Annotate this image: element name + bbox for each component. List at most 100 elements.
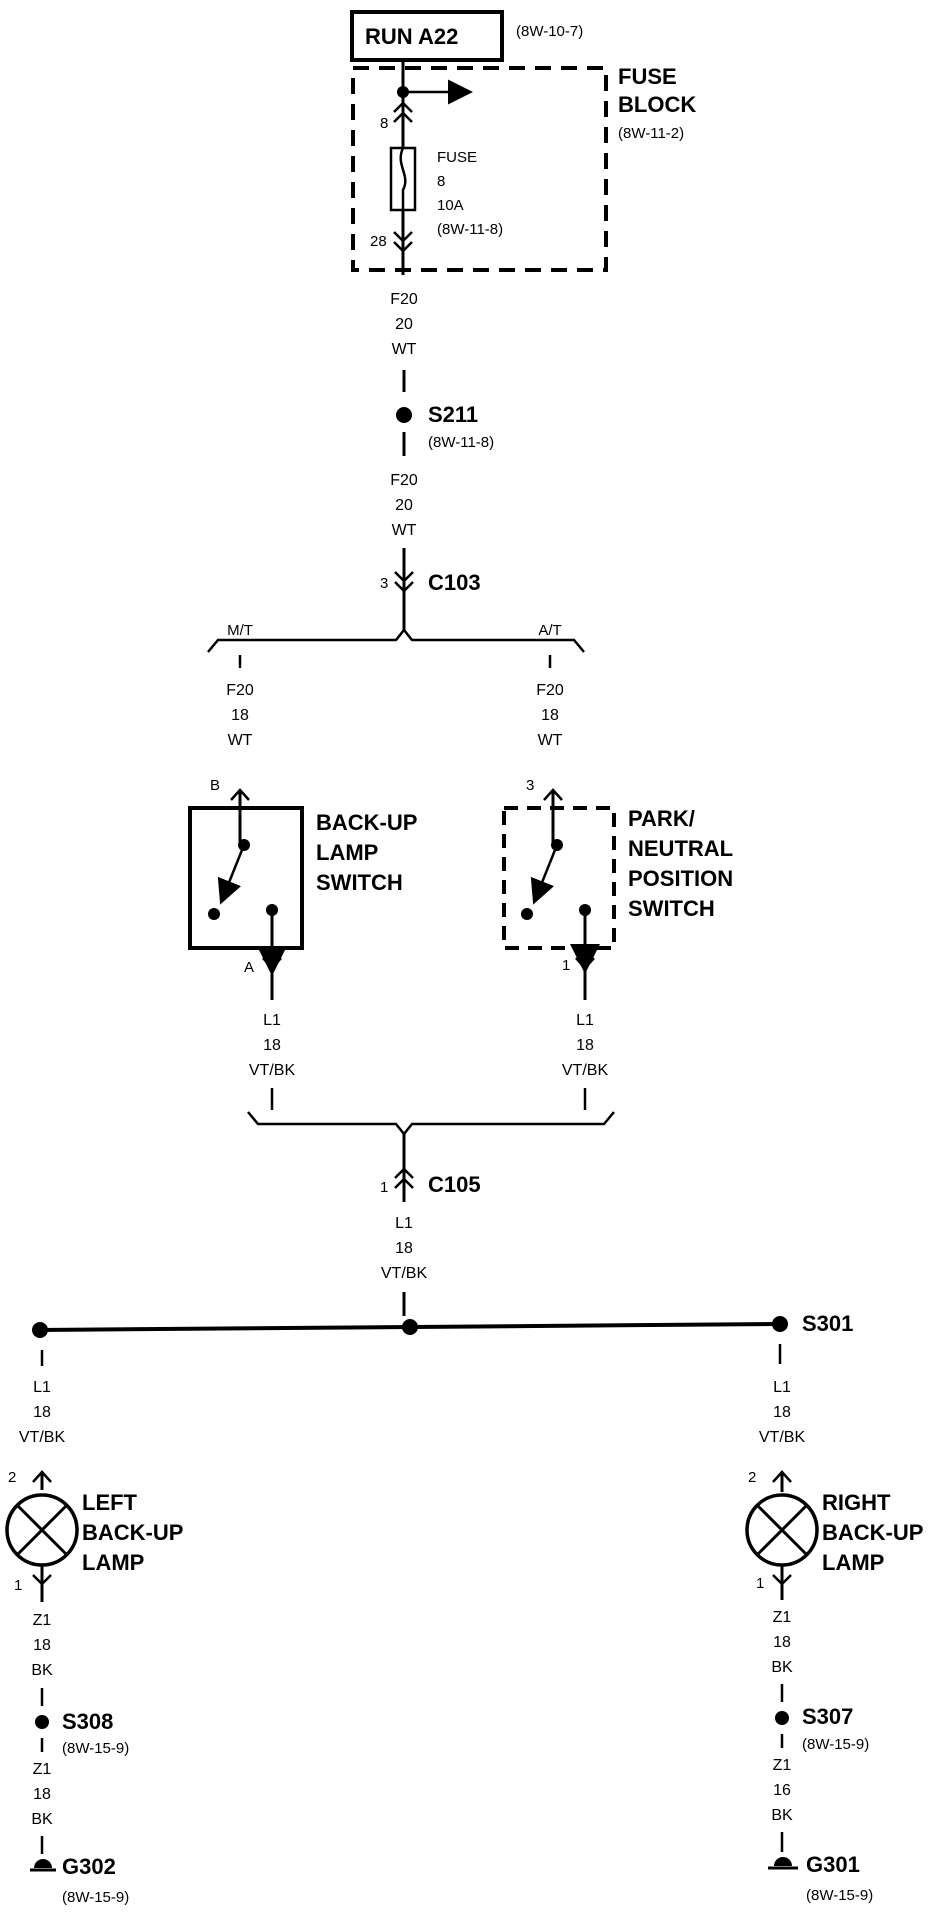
fuse-pin-8-connector: [393, 101, 413, 123]
wire-mt-gauge: 18: [231, 707, 249, 724]
fuse-8-element: [399, 147, 407, 210]
wire-l-left-gauge: 18: [263, 1037, 281, 1054]
wire1-circuit: F20: [390, 291, 418, 308]
c103-connector: [394, 571, 414, 593]
wire-left-lamp-gauge: 18: [33, 1404, 51, 1421]
wire-right-gnd2-gauge: 16: [773, 1782, 791, 1799]
wire-left-lamp-circuit: L1: [33, 1379, 51, 1396]
right-lamp-pin-in: 2: [748, 1469, 756, 1486]
backup-switch-blade: [217, 844, 246, 905]
wire-c105-gauge: 18: [395, 1240, 413, 1257]
s308-ref: (8W-15-9): [62, 1740, 129, 1757]
left-lamp-line3: LAMP: [82, 1550, 144, 1575]
wire1-color: WT: [392, 341, 417, 358]
pn-switch-contact-left: [521, 908, 533, 920]
run-a22-ref: (8W-10-7): [516, 23, 583, 40]
left-lamp-line2: BACK-UP: [82, 1520, 183, 1545]
wire-at-circuit: F20: [536, 682, 564, 699]
s308-splice-dot: [35, 1715, 49, 1729]
wire1-gauge: 20: [395, 316, 413, 333]
fuse-label-line3: 10A: [437, 197, 464, 214]
fuse-label-line1: FUSE: [437, 149, 477, 166]
c103-label: C103: [428, 570, 481, 595]
s307-label: S307: [802, 1704, 853, 1729]
wire-at-gauge: 18: [541, 707, 559, 724]
backup-switch-line1: BACK-UP: [316, 810, 417, 835]
wire-c105-circuit: L1: [395, 1215, 413, 1232]
right-lamp-line3: LAMP: [822, 1550, 884, 1575]
branch-top-bracket: [207, 627, 585, 653]
right-lamp-pin-out: 1: [756, 1575, 764, 1592]
c103-pin: 3: [380, 575, 388, 592]
g301-ground-icon: [768, 1857, 798, 1870]
left-lamp-pin-in: 2: [8, 1469, 16, 1486]
backup-switch-pin-in: B: [210, 777, 220, 794]
wire-mt-color: WT: [228, 732, 253, 749]
right-lamp-bulb-icon: [745, 1493, 819, 1567]
s301-label: S301: [802, 1311, 853, 1336]
g302-label: G302: [62, 1854, 116, 1879]
s308-label: S308: [62, 1709, 113, 1734]
fuse-block-outline: [351, 66, 608, 272]
wire2-circuit: F20: [390, 472, 418, 489]
right-lamp-line1: RIGHT: [822, 1490, 891, 1515]
pn-switch-blade: [530, 844, 559, 905]
wire-l-left-color: VT/BK: [249, 1062, 296, 1079]
fuse-block-ref: (8W-11-2): [618, 125, 684, 142]
left-lamp-line1: LEFT: [82, 1490, 138, 1515]
s211-splice-dot: [396, 407, 412, 423]
s307-splice-dot: [775, 1711, 789, 1725]
pn-switch-line1: PARK/: [628, 806, 695, 831]
bus-center-dot: [402, 1319, 418, 1335]
fuse-pin-bottom: 28: [370, 233, 387, 250]
fuse-block-title-line2: BLOCK: [618, 92, 696, 117]
s211-label: S211: [428, 402, 478, 427]
g301-label: G301: [806, 1852, 860, 1877]
wire-left-gnd2-gauge: 18: [33, 1786, 51, 1803]
c105-pin: 1: [380, 1179, 388, 1196]
wire2-gauge: 20: [395, 497, 413, 514]
wire2-color: WT: [392, 522, 417, 539]
wire-right-gnd1-circuit: Z1: [773, 1609, 792, 1626]
wire-l-right-circuit: L1: [576, 1012, 594, 1029]
c105-connector: [394, 1167, 414, 1189]
wire-left-gnd1-circuit: Z1: [33, 1612, 52, 1629]
fuse-label-line2: 8: [437, 173, 445, 190]
pn-switch-pin-in: 3: [526, 777, 534, 794]
backup-switch-contact-left: [208, 908, 220, 920]
wire-right-gnd2-color: BK: [771, 1807, 793, 1824]
wire-right-lamp-circuit: L1: [773, 1379, 791, 1396]
run-a22-label: RUN A22: [365, 24, 458, 49]
s301-splice-dot: [772, 1316, 788, 1332]
wire-right-gnd1-color: BK: [771, 1659, 793, 1676]
wire-right-gnd2-circuit: Z1: [773, 1757, 792, 1774]
wire-left-gnd1-gauge: 18: [33, 1637, 51, 1654]
wire-l-left-circuit: L1: [263, 1012, 281, 1029]
fuse-pin-28-connector: [393, 231, 413, 253]
pn-switch-box: [502, 806, 616, 950]
s307-ref: (8W-15-9): [802, 1736, 869, 1753]
wire-mt-circuit: F20: [226, 682, 254, 699]
wire-l-right-gauge: 18: [576, 1037, 594, 1054]
right-lamp-line2: BACK-UP: [822, 1520, 923, 1545]
backup-switch-line2: LAMP: [316, 840, 378, 865]
g302-ref: (8W-15-9): [62, 1889, 129, 1906]
pn-switch-line4: SWITCH: [628, 896, 715, 921]
left-lamp-pin-out: 1: [14, 1577, 22, 1594]
s211-ref: (8W-11-8): [428, 434, 494, 451]
wire-l-right-color: VT/BK: [562, 1062, 609, 1079]
fuse-pin-top: 8: [380, 115, 388, 132]
branch-right-label: A/T: [538, 622, 561, 639]
run-a22-box: [350, 10, 504, 62]
fuse-ref: (8W-11-8): [437, 221, 503, 238]
left-lamp-bulb-icon: [5, 1493, 79, 1567]
backup-switch-box: [188, 806, 304, 950]
pn-switch-line3: POSITION: [628, 866, 733, 891]
wire-left-gnd2-color: BK: [31, 1811, 53, 1828]
g302-ground-icon: [30, 1859, 56, 1872]
wire-right-lamp-color: VT/BK: [759, 1429, 806, 1446]
wire-at-color: WT: [538, 732, 563, 749]
wire-c105-color: VT/BK: [381, 1265, 428, 1282]
backup-switch-line3: SWITCH: [316, 870, 403, 895]
